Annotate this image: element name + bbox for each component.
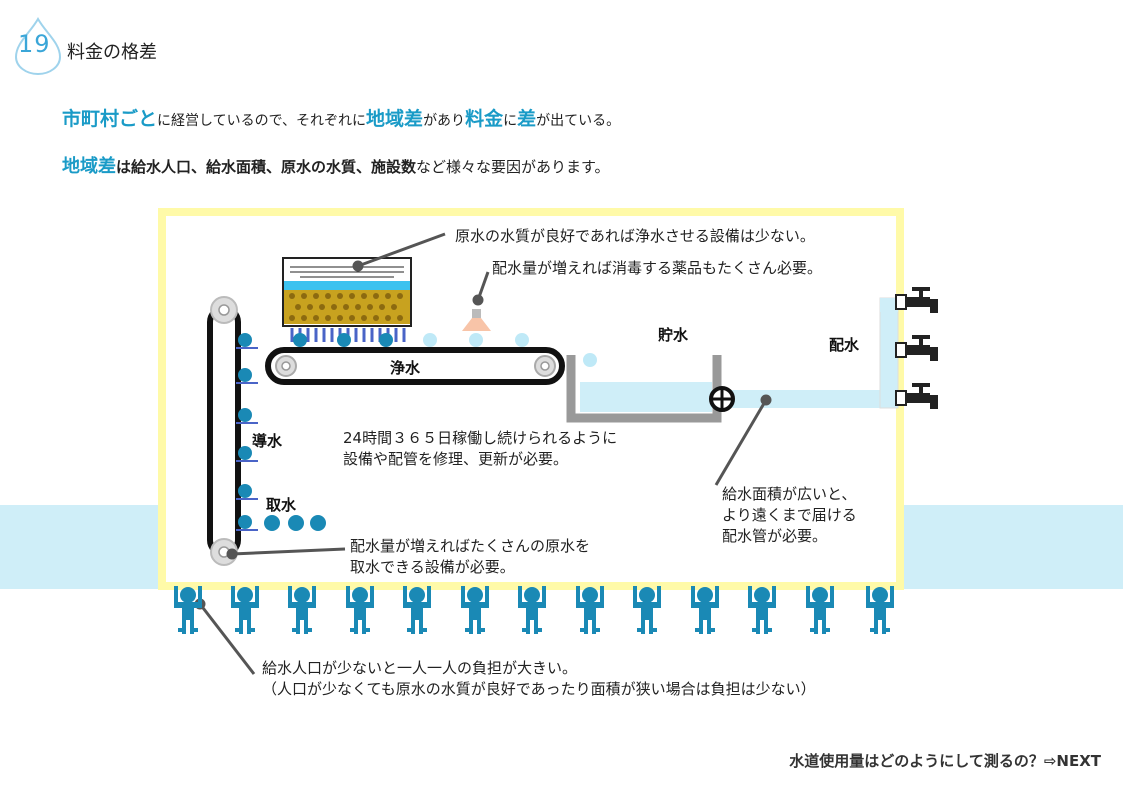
buckets [236, 333, 258, 531]
disinfectant-sprayer [462, 309, 491, 331]
note-maintenance: 24時間３６５日稼働し続けられるように 設備や配管を修理、更新が必要。 [343, 429, 618, 468]
conveyor-horizontal [265, 347, 565, 385]
label-conveyance: 導水 [252, 432, 283, 450]
intake-water [264, 515, 326, 531]
slide-number: 19 [18, 30, 51, 58]
label-distribution: 配水 [829, 336, 860, 354]
label-purification: 浄水 [390, 359, 421, 377]
intro-line-1: 市町村ごとに経営しているので、それぞれに地域差があり料金に差が出ている。 [62, 108, 621, 130]
note-disinfection: 配水量が増えれば消毒する薬品もたくさん必要。 [492, 259, 823, 277]
label-storage: 貯水 [658, 326, 689, 344]
faucet-icons [895, 287, 938, 409]
conveyor-vertical [207, 305, 241, 557]
next-link[interactable]: 水道使用量はどのようにして測るの？⇨NEXT [789, 752, 1101, 770]
note-supply-area: 給水面積が広いと、 より遠くまで届ける 配水管が必要。 [722, 485, 857, 545]
resident-icons [174, 586, 894, 634]
treated-water [293, 333, 597, 367]
note-population: 給水人口が少ないと一人一人の負担が大きい。 （人口が少なくても原水の水質が良好で… [262, 659, 816, 698]
page-title: 料金の格差 [67, 42, 157, 63]
note-raw-water-quality: 原水の水質が良好であれば浄水させる設備は少ない。 [455, 227, 815, 245]
storage-tank [566, 355, 722, 423]
filter-tank [282, 257, 412, 342]
distribution-pipe [712, 297, 899, 409]
valve-icon [709, 386, 735, 412]
label-intake: 取水 [266, 496, 297, 514]
intro-line-2: 地域差は給水人口、給水面積、原水の水質、施設数など様々な要因があります。 [62, 156, 610, 177]
note-intake: 配水量が増えればたくさんの原水を 取水できる設備が必要。 [350, 537, 591, 576]
water-drop-icon [14, 16, 62, 75]
